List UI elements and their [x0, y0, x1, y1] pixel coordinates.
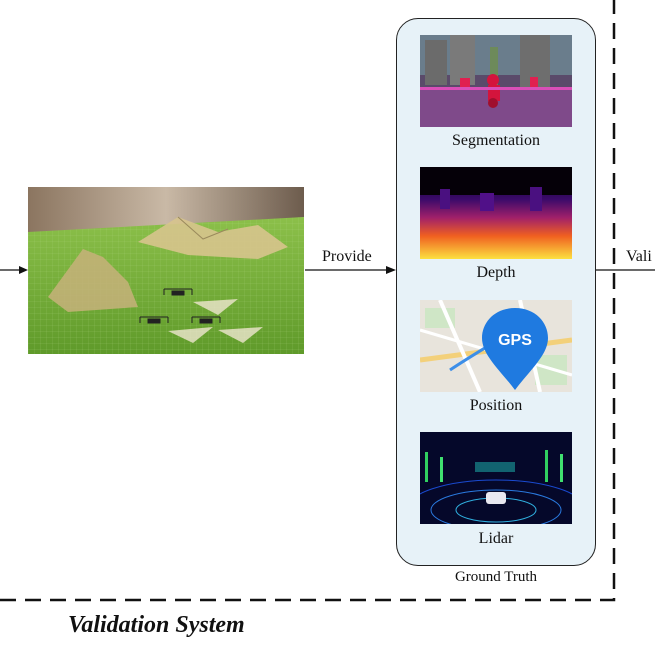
validation-system-border [0, 0, 616, 602]
simulation-scene-image [28, 187, 304, 354]
validate-label: Vali [626, 248, 652, 265]
gps-map-image: GPS [420, 300, 572, 392]
gt-item-depth-label: Depth [476, 264, 516, 281]
gps-pin-icon [482, 308, 548, 390]
input-arrow-head [19, 266, 28, 274]
segmentation-image [420, 35, 572, 127]
provide-label: Provide [322, 248, 372, 265]
gt-item-lidar-label: Lidar [478, 530, 514, 547]
lidar-pointcloud-image [420, 432, 572, 524]
gps-badge-text: GPS [498, 332, 532, 349]
depth-map-image [420, 167, 572, 259]
provide-arrow-head [386, 266, 396, 274]
gt-item-segmentation-label: Segmentation [452, 132, 540, 149]
drone-icons [139, 288, 221, 324]
ground-truth-label: Ground Truth [454, 569, 538, 585]
gt-item-position-label: Position [469, 397, 523, 414]
system-title: Validation System [68, 612, 245, 638]
